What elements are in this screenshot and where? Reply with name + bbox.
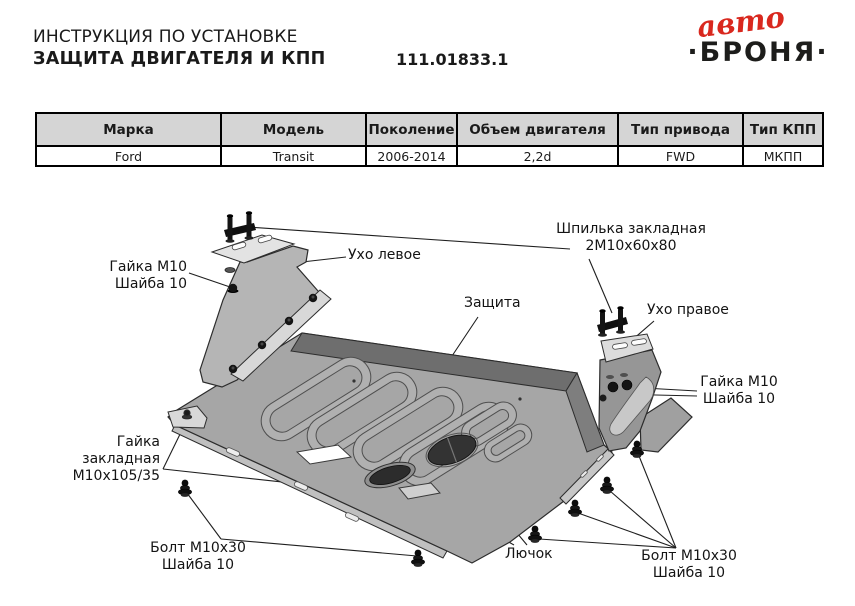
leader-boltleft-2 [220,538,418,557]
page-subtitle: ЗАЩИТА ДВИГАТЕЛЯ И КПП [33,49,326,69]
col-header-gearbox: Тип КПП [742,112,824,147]
nut-m10 [607,381,619,393]
rib-small [461,401,517,447]
label-line: Шайба 10 [652,565,726,581]
rect-cutout [295,444,353,465]
bolt-icon [178,479,192,497]
cell-drive: FWD [617,145,744,167]
hatch-oval-big [425,432,479,468]
leader-boltright-4 [538,538,677,549]
cell-gearbox: МКПП [742,145,824,167]
washer [224,267,236,273]
label-ear-right: Ухо правое [647,302,729,318]
leader-ear-left [301,256,347,263]
slot-nut-strip [398,482,441,500]
label-line: Шпилька закладная [556,221,706,237]
label-line: 2М10х60х80 [585,238,677,254]
label-line: Шайба 10 [702,391,776,407]
shield-plate [167,332,693,564]
label-nut-left: Гайка М10 Шайба 10 [93,259,187,293]
leader-nut-left [188,272,231,288]
col-header-engine: Объем двигателя [456,112,619,147]
label-shield: Защита [464,295,521,311]
nut-m10 [599,394,607,402]
plate-bottom-lip-right [559,448,615,505]
leader-stud-left [246,226,571,250]
left-ear-bracket [199,211,332,388]
label-line: Шайба 10 [114,276,187,292]
leader-boltright-2 [609,490,677,549]
label-line: Болт М10х30 [641,548,737,564]
brand-logo-word: ·БРОНЯ· [687,37,829,68]
leader-stud-right [588,258,613,314]
flange-slot [231,241,247,251]
left-ear-bolts [228,293,318,374]
bolt-icon [568,499,582,517]
part-number: 111.01833.1 [396,50,509,69]
bolt-icon [600,476,614,494]
col-header-drive: Тип привода [617,112,744,147]
cell-brand: Ford [35,145,222,167]
hatch-oval-small [364,461,416,489]
label-line: Гайка М10 [700,374,778,390]
flange-slot [257,234,273,244]
washer [620,373,628,377]
plate-side-wall [565,371,605,453]
flange-slot [612,342,628,350]
label-ear-left: Ухо левое [348,247,421,263]
stud-right-icon [597,306,628,337]
col-header-model: Модель [220,112,367,147]
brand-logo: авто ·БРОНЯ· [683,0,833,82]
label-line: Гайка М10 [109,259,187,275]
loose-bolts [178,440,644,567]
table-row: Ford Transit 2006-2014 2,2d FWD МКПП [35,145,824,167]
plate-slots [225,379,604,522]
label-slot-nut: Гайка закладная М10х105/35 [38,434,160,485]
label-line: Шайба 10 [161,557,235,573]
table-header-row: Марка Модель Поколение Объем двигателя Т… [35,112,824,147]
nut-m10 [621,379,633,391]
leader-boltleft-1 [186,492,222,540]
label-stud: Шпилька закладная 2М10х60х80 [556,221,706,255]
leader-boltright-3 [577,512,677,549]
label-bolt-left: Болт М10х30 Шайба 10 [150,540,246,574]
nut-m10 [228,283,238,293]
bolt-icon [528,525,542,543]
right-ear-bracket [597,306,662,452]
right-ear-hook [609,376,655,436]
page-title: ИНСТРУКЦИЯ ПО УСТАНОВКЕ [33,27,298,47]
leader-boltright-1 [638,455,677,549]
label-line: Болт М10х30 [150,540,246,556]
flange-slot [631,338,647,346]
washer [606,375,614,379]
vehicle-spec-table: Марка Модель Поколение Объем двигателя Т… [35,112,824,167]
label-hatch: Лючок [505,546,553,562]
rib-small [483,423,533,463]
col-header-brand: Марка [35,112,222,147]
left-ear-top-flange [210,234,296,264]
bolt-icon [411,549,425,567]
cell-generation: 2006-2014 [365,145,458,167]
cell-engine: 2,2d [456,145,619,167]
stud-left-icon [224,211,256,243]
plate-right-wing [639,397,693,453]
label-nut-right: Гайка М10 Шайба 10 [699,374,779,408]
col-header-generation: Поколение [365,112,458,147]
leader-shield [451,316,479,357]
label-line: М10х105/35 [72,468,160,484]
corner-tab-left [167,405,208,429]
label-line: Гайка закладная [82,434,160,467]
bolt-icon [630,440,644,458]
label-bolt-right: Болт М10х30 Шайба 10 [641,548,737,582]
cell-model: Transit [220,145,367,167]
